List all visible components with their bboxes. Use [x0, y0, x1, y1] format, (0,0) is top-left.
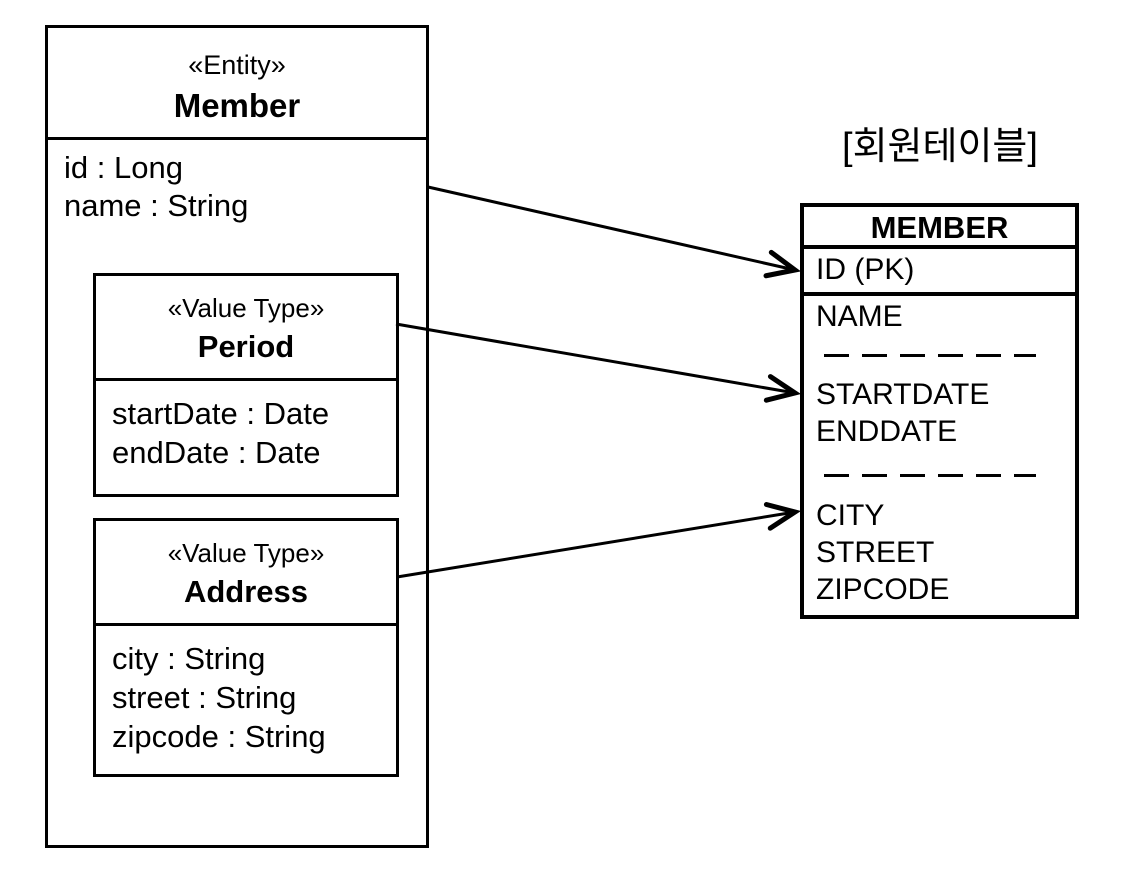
value-type-address-name: Address: [183, 574, 309, 609]
value-type-address-box: «Value Type» Address city : String stree…: [93, 518, 399, 777]
value-type-period-header: «Value Type» Period: [96, 276, 396, 381]
entity-member-stereotype: «Entity»: [188, 50, 286, 80]
entity-member-header: «Entity» Member: [48, 28, 426, 140]
table-row-zipcode: ZIPCODE: [816, 573, 950, 606]
table-caption: [회원테이블]: [842, 126, 1038, 168]
value-type-address-header: «Value Type» Address: [96, 521, 396, 626]
value-type-address-stereotype: «Value Type»: [167, 538, 325, 568]
attribute-enddate: endDate : Date: [112, 435, 321, 470]
table-row-enddate: ENDDATE: [816, 415, 958, 448]
member-table-name: MEMBER: [804, 207, 1075, 249]
value-type-period-attributes: startDate : Date endDate : Date: [96, 381, 396, 485]
member-table: MEMBER ID (PK) NAME STARTDATE ENDDATE CI…: [800, 203, 1079, 619]
attribute-id: id : Long: [64, 150, 183, 185]
attribute-name: name : String: [64, 188, 249, 223]
value-type-period-name: Period: [197, 329, 295, 364]
value-type-period-box: «Value Type» Period startDate : Date end…: [93, 273, 399, 497]
attribute-startdate: startDate : Date: [112, 396, 330, 431]
arrow-period-to-startdate-icon: [395, 322, 795, 393]
table-row-street: STREET: [816, 536, 935, 569]
attribute-city: city : String: [112, 641, 266, 676]
attribute-street: street : String: [112, 680, 297, 715]
table-row-city: CITY: [816, 499, 885, 532]
dashed-separator: [824, 474, 1036, 477]
entity-member-attributes: id : Long name : String: [48, 140, 426, 234]
arrow-address-to-city-icon: [396, 512, 795, 579]
member-table-columns: NAME STARTDATE ENDDATE CITY STREET ZIPCO…: [804, 296, 1075, 608]
arrow-member-to-id-icon: [427, 185, 795, 270]
table-row-startdate: STARTDATE: [816, 378, 990, 411]
entity-member-name: Member: [173, 87, 301, 124]
attribute-zipcode: zipcode : String: [112, 719, 326, 754]
dashed-separator: [824, 354, 1036, 357]
table-row-name: NAME: [816, 300, 903, 333]
table-row-id-pk: ID (PK): [804, 249, 1075, 296]
value-type-period-stereotype: «Value Type»: [167, 293, 325, 323]
entity-member-box: «Entity» Member id : Long name : String …: [45, 25, 429, 848]
value-type-address-attributes: city : String street : String zipcode : …: [96, 626, 396, 769]
